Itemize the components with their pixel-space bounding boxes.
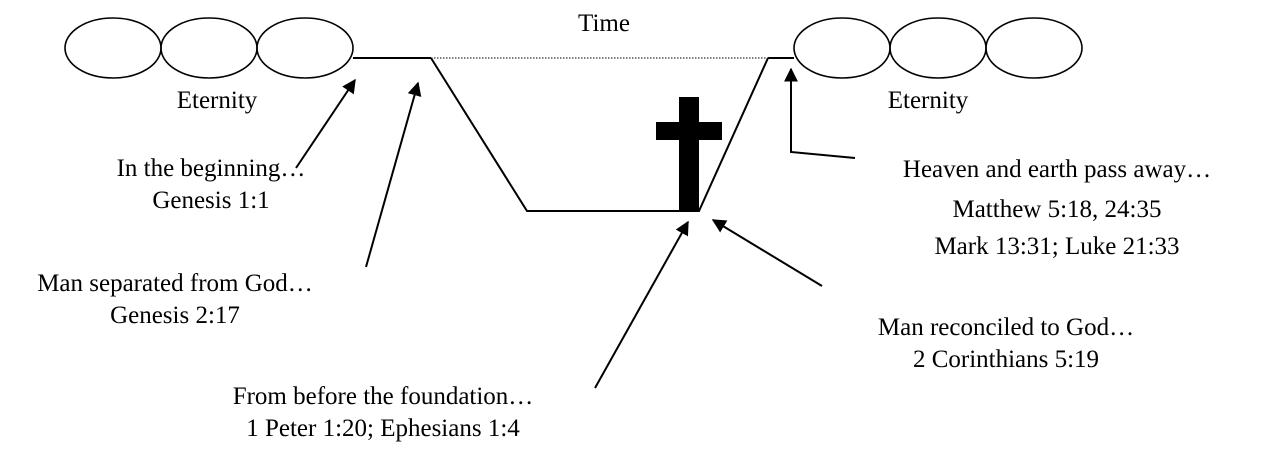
time-label: Time: [578, 10, 630, 37]
foundation-ref: 1 Peter 1:20; Ephesians 1:4: [246, 415, 520, 442]
pass-away-title: Heaven and earth pass away…: [903, 156, 1211, 183]
arrow-beginning: [295, 78, 356, 169]
arrow-foundation: [594, 220, 689, 389]
eternity-link: [793, 17, 891, 79]
arrow-reconciled: [711, 219, 823, 287]
beginning-title: In the beginning…: [117, 155, 306, 182]
eternity-left-label: Eternity: [177, 87, 258, 114]
reconciled-title: Man reconciled to God…: [878, 314, 1134, 341]
eternity-left-chain: [64, 17, 354, 79]
eternity-link: [160, 17, 258, 79]
eternity-link: [985, 17, 1083, 79]
pass-away-ref2: Mark 13:31; Luke 21:33: [934, 233, 1179, 260]
cross-icon: [656, 97, 722, 212]
eternity-right-chain: [793, 17, 1083, 79]
eternity-right-label: Eternity: [888, 87, 969, 114]
eternity-link: [64, 17, 162, 79]
beginning-ref: Genesis 1:1: [152, 187, 269, 214]
arrow-pass-away: [784, 67, 856, 159]
foundation-title: From before the foundation…: [233, 383, 534, 410]
separated-title: Man separated from God…: [37, 270, 313, 297]
time-trough: [430, 57, 769, 212]
eternity-link: [256, 17, 354, 79]
pass-away-ref1: Matthew 5:18, 24:35: [952, 196, 1161, 223]
eternity-link: [889, 17, 987, 79]
separated-ref: Genesis 2:17: [110, 302, 240, 329]
arrow-separated: [365, 81, 422, 268]
reconciled-ref: 2 Corinthians 5:19: [913, 346, 1099, 373]
